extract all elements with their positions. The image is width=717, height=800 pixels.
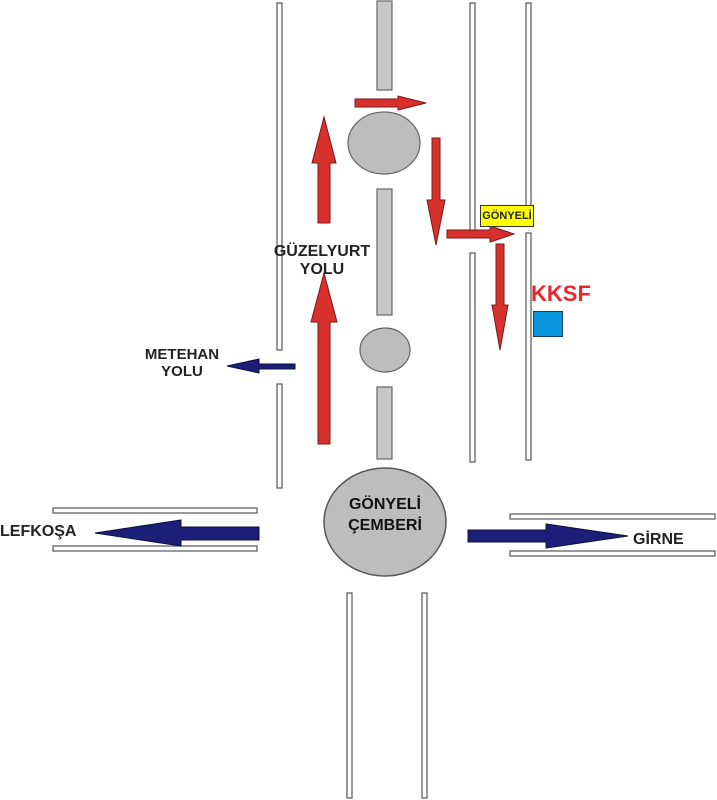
navy-arrows bbox=[94, 358, 629, 549]
main-road-west-edge-upper bbox=[276, 2, 283, 351]
west-road-north-edge bbox=[52, 507, 258, 514]
kksf-label: KKSF bbox=[531, 281, 591, 306]
guzelyurt-yolu-label: GÜZELYURT YOLU bbox=[262, 243, 382, 278]
kksf-location-marker bbox=[533, 311, 563, 337]
west-road-south-edge bbox=[52, 545, 258, 552]
arrow-to-metehan bbox=[226, 358, 296, 374]
roundabout-label-line2: ÇEMBERİ bbox=[348, 516, 422, 534]
main-road-east-edge-lower bbox=[469, 252, 476, 463]
guzelyurt-label-line2: YOLU bbox=[299, 260, 345, 278]
median-islands bbox=[376, 0, 393, 460]
gonyeli-sign: GÖNYELİ bbox=[480, 205, 534, 227]
median-top bbox=[376, 0, 393, 91]
arrow-to-girne bbox=[467, 523, 629, 549]
middle-roundabout bbox=[359, 327, 411, 373]
main-road-west-edge-lower bbox=[276, 383, 283, 489]
road-edges bbox=[52, 2, 716, 799]
main-road-east-edge-upper bbox=[469, 2, 476, 232]
arrow-north-short bbox=[311, 115, 337, 224]
metehan-yolu-label: METEHAN YOLU bbox=[126, 346, 238, 380]
median-lower bbox=[376, 386, 393, 460]
small-roundabouts bbox=[347, 111, 421, 373]
roundabout-label-line1: GÖNYELİ bbox=[348, 496, 421, 513]
arrow-east-gonyeli bbox=[446, 225, 516, 243]
arrow-east-top bbox=[354, 95, 427, 111]
service-road-edge-lower bbox=[525, 232, 532, 461]
south-road-east-edge bbox=[421, 592, 428, 799]
north-roundabout bbox=[347, 111, 421, 175]
lefkosa-label: LEFKOŞA bbox=[0, 523, 77, 540]
service-road-edge-upper bbox=[525, 2, 532, 207]
metehan-label-line2: YOLU bbox=[161, 362, 203, 380]
gonyeli-cemberi-roundabout bbox=[323, 467, 447, 577]
metehan-label-line1: METEHAN bbox=[144, 346, 220, 363]
south-road-west-edge bbox=[346, 592, 353, 799]
girne-label: GİRNE bbox=[633, 531, 684, 548]
arrow-south-service bbox=[491, 243, 509, 351]
red-arrows bbox=[310, 95, 516, 445]
guzelyurt-label-line1: GÜZELYURT bbox=[273, 243, 371, 260]
east-road-south-edge bbox=[509, 550, 716, 557]
median-middle bbox=[376, 188, 393, 316]
arrow-south-upper bbox=[426, 137, 446, 246]
east-road-north-edge bbox=[509, 513, 716, 520]
arrow-to-lefkosa bbox=[94, 519, 260, 547]
arrow-north-long bbox=[310, 271, 338, 445]
gonyeli-cemberi-label: GÖNYELİ ÇEMBERİ bbox=[322, 495, 448, 537]
